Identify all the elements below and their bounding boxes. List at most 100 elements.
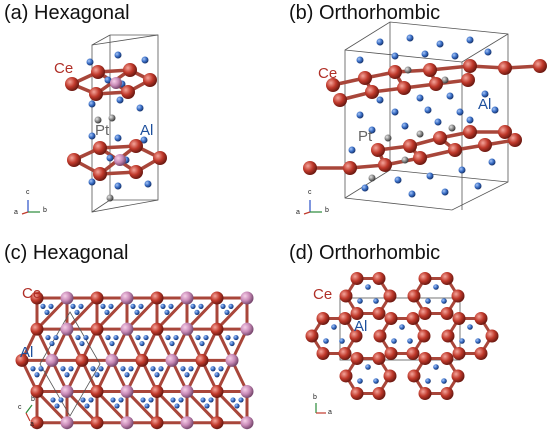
- al-atom: [30, 366, 36, 372]
- ce-atom: [90, 322, 104, 336]
- ce-bond: [215, 390, 249, 425]
- panel-d-axis-a: a: [328, 409, 332, 416]
- al-atom: [100, 303, 106, 309]
- panel-c-axis-a: a: [30, 421, 34, 428]
- ce-bond: [125, 296, 159, 331]
- al-atom: [70, 303, 76, 309]
- ce-atom: [440, 387, 454, 401]
- al-atom: [113, 334, 119, 341]
- ce-atom: [372, 387, 386, 401]
- ce-bond: [65, 390, 99, 425]
- ce-atom: [120, 291, 134, 305]
- al-atom: [40, 303, 46, 309]
- ce-atom: [372, 271, 386, 285]
- ce-atom: [210, 416, 224, 430]
- al-atom: [339, 338, 345, 344]
- ce-atom: [384, 311, 398, 325]
- ce-atom: [45, 353, 59, 367]
- al-atom: [110, 397, 116, 403]
- al-atom: [180, 366, 186, 372]
- al-atom: [467, 324, 473, 330]
- ce-atoms: [305, 271, 499, 401]
- ce-bond: [185, 390, 219, 425]
- axes-triad-c: [25, 404, 33, 422]
- al-atom: [407, 338, 413, 344]
- al-atom: [323, 338, 329, 344]
- al-atom: [198, 303, 204, 309]
- al-atom: [118, 397, 124, 403]
- al-atom: [124, 372, 130, 378]
- al-atom: [228, 303, 234, 309]
- unit-cell-box: [344, 21, 509, 211]
- ce-atoms: [15, 291, 254, 430]
- ce-atom: [350, 351, 364, 365]
- ce-atom: [150, 322, 164, 336]
- al-atom: [34, 372, 40, 378]
- al-atom: [373, 378, 379, 384]
- al-atom: [173, 334, 179, 341]
- ce-atom: [210, 291, 224, 305]
- ce-atom: [316, 311, 330, 325]
- al-atom: [58, 397, 64, 403]
- panel-b-axis-a: a: [296, 209, 300, 216]
- ce-atom: [30, 322, 44, 336]
- pt-atoms: [368, 66, 456, 182]
- al-atom: [225, 334, 231, 341]
- ce-atom: [90, 416, 104, 430]
- panel-d-title: (d) Orthorhombic: [289, 242, 441, 264]
- al-atom: [160, 303, 166, 309]
- ce-atom: [240, 385, 254, 399]
- ce-atom: [350, 307, 364, 321]
- ce-atom: [406, 347, 420, 361]
- panel-d-ce-label: Ce: [313, 286, 333, 303]
- ce-atom: [210, 385, 224, 399]
- al-atom: [80, 397, 86, 403]
- al-atom: [331, 324, 337, 330]
- al-atom: [204, 403, 210, 409]
- al-atom: [139, 340, 145, 347]
- ce-atom: [338, 347, 352, 361]
- panel-a-al-label: Al: [140, 122, 154, 139]
- ce-bond: [125, 390, 159, 425]
- ce-atom: [373, 329, 387, 343]
- ce-atom: [350, 387, 364, 401]
- ce-atom: [30, 385, 44, 399]
- al-atom: [168, 303, 174, 309]
- ce-bond: [215, 296, 249, 331]
- panel-a-ce-label: Ce: [54, 60, 74, 77]
- al-atom: [220, 303, 226, 309]
- al-atom: [203, 334, 209, 341]
- al-atom: [169, 340, 175, 347]
- unit-cell-rect: [339, 297, 461, 361]
- ce-atom: [60, 416, 74, 430]
- al-atom: [48, 303, 54, 309]
- ce-atom: [338, 311, 352, 325]
- ce-atom: [451, 369, 465, 383]
- al-atom: [365, 364, 371, 370]
- ce-bond: [95, 296, 129, 331]
- ce-atom: [135, 353, 149, 367]
- ce-atom: [339, 369, 353, 383]
- ce-atom: [180, 322, 194, 336]
- al-atom: [399, 324, 405, 330]
- panel-b-al-label: Al: [478, 96, 492, 113]
- al-atom: [234, 403, 240, 409]
- al-atom: [108, 303, 114, 309]
- ce-atom: [120, 385, 134, 399]
- panel-d-structure: [305, 271, 499, 414]
- ce-atom: [105, 353, 119, 367]
- panel-b-axis-c: c: [308, 189, 312, 196]
- panel-a-axis-c: c: [26, 189, 30, 196]
- al-atom: [238, 397, 244, 403]
- al-atom: [83, 334, 89, 341]
- ce-atom: [60, 322, 74, 336]
- ce-bond: [35, 390, 69, 425]
- al-atom: [224, 309, 230, 315]
- al-atom: [128, 366, 134, 372]
- ce-atom: [417, 329, 431, 343]
- al-atom: [170, 397, 176, 403]
- ce-atom: [180, 291, 194, 305]
- panel-b-structure: [303, 21, 547, 215]
- ce-atom: [350, 271, 364, 285]
